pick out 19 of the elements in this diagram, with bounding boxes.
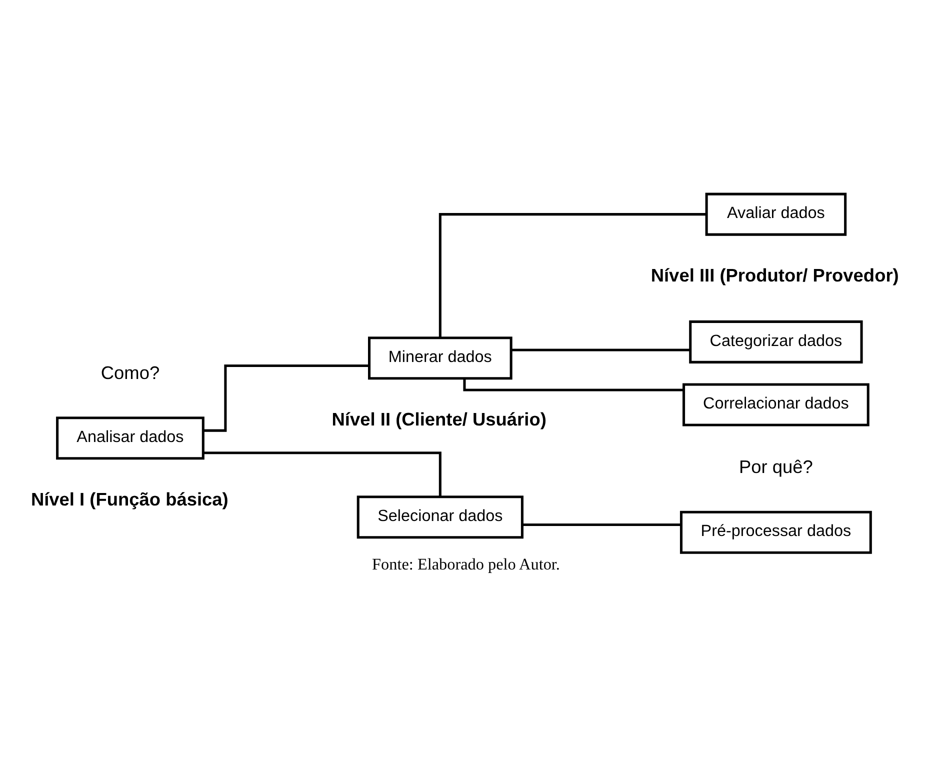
connector [522,523,681,526]
label: Nível II (Cliente/ Usuário) [332,408,546,429]
connector [203,451,442,496]
connector [203,364,370,432]
node-box: Correlacionar dados [682,382,870,426]
node-box: Minerar dados [368,336,512,380]
connector [463,378,684,391]
label: Como? [100,361,160,382]
label: Por quê? [738,456,813,476]
node-box: Selecionar dados [356,495,524,538]
node-box: Pré-processar dados [680,510,872,554]
connector [511,348,690,351]
node-box: Avaliar dados [705,192,847,236]
caption: Fonte: Elaborado pelo Autor. [372,555,560,574]
node-box: Analisar dados [56,416,204,460]
connector [438,212,706,338]
node-box: Categorizar dados [689,320,863,363]
label: Nível I (Função básica) [30,488,228,509]
label: Nível III (Produtor/ Provedor) [650,264,899,286]
